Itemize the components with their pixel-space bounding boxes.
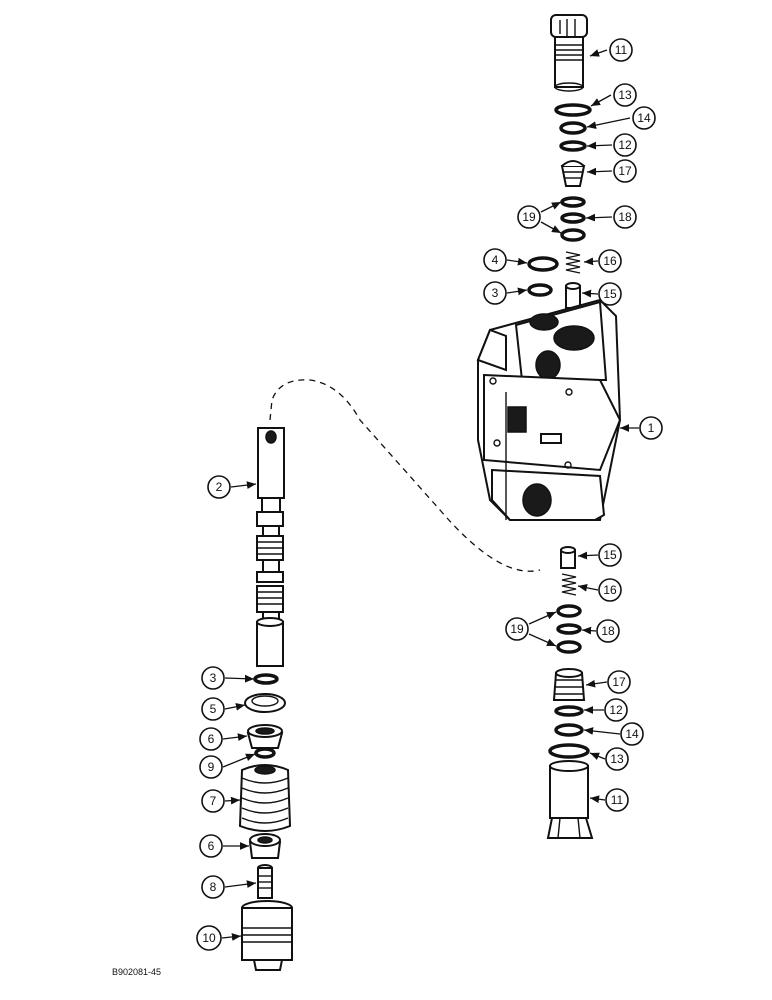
seal-plate-5 — [244, 693, 286, 713]
o-ring-18-top — [560, 212, 586, 224]
valve-section-body — [476, 298, 622, 521]
callout-label: 16 — [603, 583, 617, 597]
o-ring-12-top — [559, 140, 587, 152]
seal-4 — [527, 256, 559, 272]
callout-label: 2 — [216, 480, 223, 494]
callout-label: 1 — [648, 421, 655, 435]
callout-label: 18 — [601, 624, 615, 638]
backup-ring-19b-bottom — [556, 640, 582, 654]
callout-10: 10 — [196, 925, 222, 951]
callout-8: 8 — [201, 875, 225, 899]
callout-label: 7 — [210, 794, 217, 808]
bolt-8 — [257, 864, 273, 899]
o-ring-3-bottom — [253, 673, 279, 685]
backup-ring-19a-top — [560, 196, 586, 208]
backup-ring-14-bottom — [554, 723, 584, 737]
callout-13-bottom: 13 — [605, 747, 629, 771]
callout-15-top: 15 — [598, 282, 622, 306]
callout-label: 13 — [610, 752, 624, 766]
callout-18-top: 18 — [613, 205, 637, 229]
callout-1: 1 — [639, 416, 663, 440]
callout-label: 8 — [210, 880, 217, 894]
callout-label: 9 — [208, 760, 215, 774]
o-ring-13-bottom — [548, 743, 590, 759]
callout-17-top: 17 — [613, 159, 637, 183]
backup-ring-19a-bottom — [556, 604, 582, 618]
callout-6-bottom: 6 — [199, 834, 223, 858]
callout-13-top: 13 — [613, 83, 637, 107]
callout-label: 18 — [618, 210, 632, 224]
poppet-17-top — [560, 160, 586, 187]
callout-3-top: 3 — [483, 281, 507, 305]
spool-2 — [256, 427, 285, 667]
callout-12-bottom: 12 — [604, 698, 628, 722]
callout-6-top: 6 — [199, 727, 223, 751]
callout-label: 5 — [210, 702, 217, 716]
relief-valve-cap-bottom — [546, 760, 594, 839]
plunger-15-top — [565, 282, 581, 309]
callout-3-bottom: 3 — [201, 666, 225, 690]
leader-lines — [221, 49, 639, 941]
plunger-15-bottom — [560, 546, 576, 569]
callout-19-bottom: 19 — [505, 617, 529, 641]
spring-16-bottom — [561, 573, 577, 596]
callout-label: 16 — [603, 254, 617, 268]
o-ring-13-top — [554, 103, 592, 117]
callout-11-bottom: 11 — [605, 788, 629, 812]
callout-11-top: 11 — [609, 38, 633, 62]
callout-label: 3 — [492, 286, 499, 300]
spring-7 — [238, 764, 292, 832]
o-ring-18-bottom — [556, 623, 582, 635]
backup-ring-19b-top — [560, 228, 586, 242]
backup-ring-14-top — [559, 121, 587, 135]
callout-label: 12 — [609, 703, 623, 717]
poppet-17-bottom — [552, 668, 586, 701]
callout-label: 17 — [618, 164, 632, 178]
spring-16-top — [565, 251, 581, 274]
callout-9: 9 — [199, 755, 223, 779]
callout-label: 10 — [202, 931, 216, 945]
callout-label: 14 — [625, 727, 639, 741]
callout-15-bottom: 15 — [598, 543, 622, 567]
callout-label: 15 — [603, 548, 617, 562]
relief-valve-cap-top — [550, 14, 588, 92]
spring-retainer-6-top — [246, 724, 284, 749]
end-cap-10 — [241, 900, 293, 971]
callout-18-bottom: 18 — [596, 619, 620, 643]
callout-16-bottom: 16 — [598, 578, 622, 602]
callout-14-bottom: 14 — [620, 722, 644, 746]
callout-label: 15 — [603, 287, 617, 301]
callout-4: 4 — [483, 248, 507, 272]
callout-label: 14 — [637, 111, 651, 125]
callout-label: 11 — [611, 793, 624, 807]
figure-reference-code: B902081-45 — [112, 967, 161, 977]
callout-label: 19 — [522, 210, 536, 224]
callout-17-bottom: 17 — [607, 670, 631, 694]
washer-9 — [254, 747, 276, 759]
callout-19-top: 19 — [517, 205, 541, 229]
spool-path-dashed — [269, 379, 541, 572]
callout-2: 2 — [207, 475, 231, 499]
spring-retainer-6-bottom — [248, 833, 282, 859]
callout-label: 12 — [618, 138, 632, 152]
callout-label: 3 — [210, 671, 217, 685]
callout-label: 13 — [618, 88, 632, 102]
callout-label: 4 — [492, 253, 499, 267]
o-ring-12-bottom — [554, 705, 584, 717]
o-ring-3-top — [527, 283, 553, 297]
callout-12-top: 12 — [613, 133, 637, 157]
callout-label: 6 — [208, 732, 215, 746]
callout-7: 7 — [201, 789, 225, 813]
callout-16-top: 16 — [598, 249, 622, 273]
callout-label: 11 — [615, 43, 628, 57]
callout-5: 5 — [201, 697, 225, 721]
callout-label: 17 — [612, 675, 626, 689]
callout-label: 19 — [510, 622, 524, 636]
callout-label: 6 — [208, 839, 215, 853]
callout-14-top: 14 — [632, 106, 656, 130]
